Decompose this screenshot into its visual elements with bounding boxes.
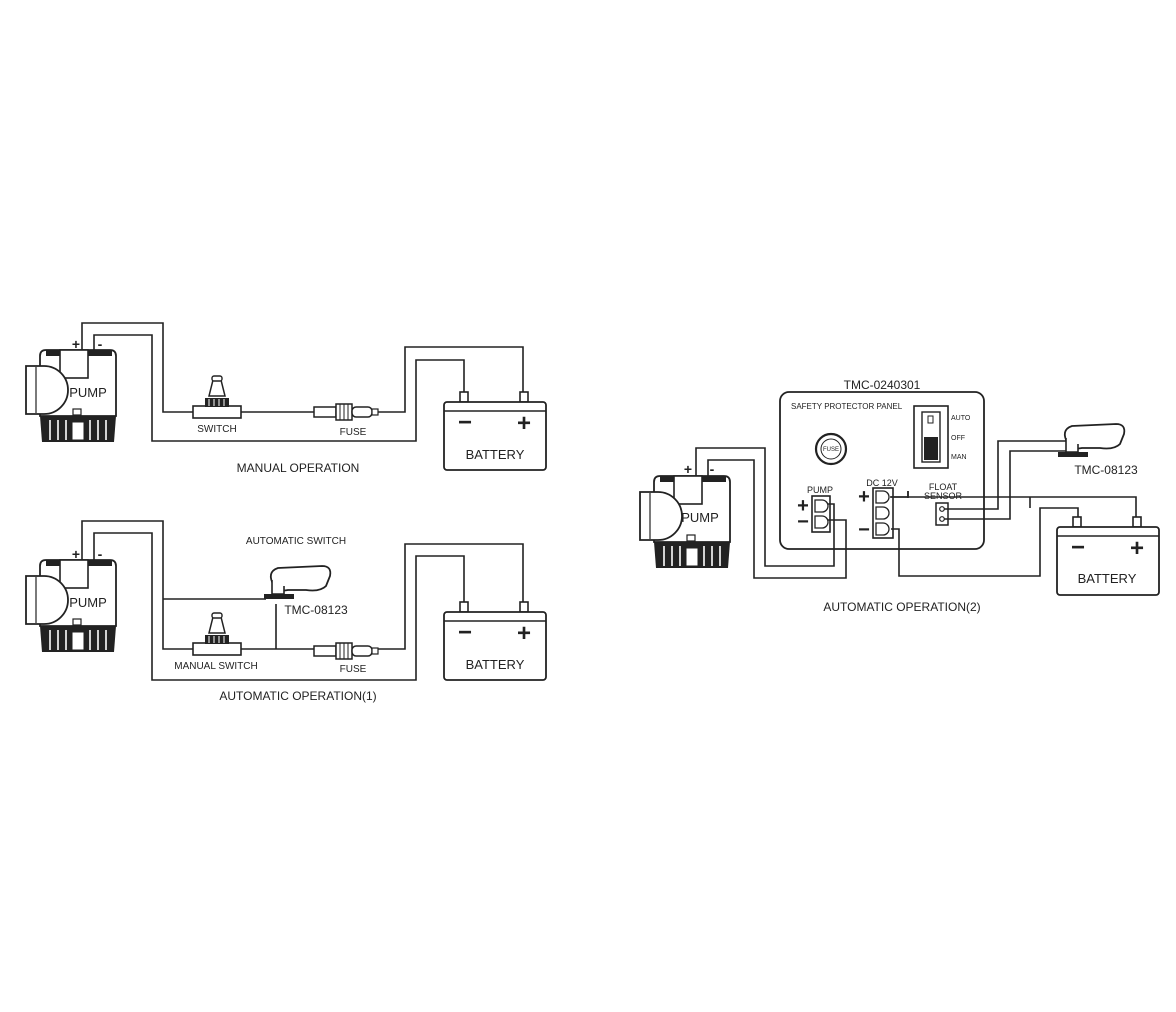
auto1-pump-minus: - xyxy=(98,546,103,562)
manual-switch xyxy=(192,375,242,419)
auto2-pump-plus: + xyxy=(684,461,692,477)
auto2-panel-model: TMC-0240301 xyxy=(844,378,921,392)
manual-fuse xyxy=(313,403,379,421)
automatic-operation-1-diagram: PUMP + - AUTOMATIC SWITCH TMC-08123 MANU… xyxy=(25,520,547,703)
auto2-dc-minus: − xyxy=(858,519,870,541)
auto1-battery-plus: + xyxy=(517,620,531,647)
auto2-float-label-1: FLOAT xyxy=(929,482,958,492)
auto2-pump-terminal-plus: + xyxy=(797,495,809,517)
manual-caption: MANUAL OPERATION xyxy=(237,461,360,475)
auto1-sensor-model: TMC-08123 xyxy=(284,603,348,617)
manual-battery-minus: − xyxy=(458,409,472,436)
auto1-pump-label: PUMP xyxy=(69,595,107,610)
manual-pump-plus: + xyxy=(72,336,80,352)
auto2-pump-label: PUMP xyxy=(681,510,719,525)
auto2-mode-switch xyxy=(913,405,949,469)
auto1-battery-label: BATTERY xyxy=(466,657,525,672)
auto2-battery-plus: + xyxy=(1130,535,1144,562)
auto2-switch-auto: AUTO xyxy=(951,415,971,422)
auto1-pump-plus: + xyxy=(72,546,80,562)
manual-fuse-label: FUSE xyxy=(340,427,367,438)
auto1-automatic-switch-label: AUTOMATIC SWITCH xyxy=(246,536,346,547)
auto1-float-sensor xyxy=(263,565,332,600)
auto2-battery-minus: − xyxy=(1071,534,1085,561)
auto1-caption: AUTOMATIC OPERATION(1) xyxy=(219,689,376,703)
auto2-sensor-model: TMC-08123 xyxy=(1074,463,1138,477)
auto2-float-label-2: SENSOR xyxy=(924,491,963,501)
auto2-panel-fuse-label: FUSE xyxy=(823,447,839,453)
automatic-operation-2-diagram: TMC-0240301 SAFETY PROTECTOR PANEL FUSE … xyxy=(639,378,1160,614)
auto2-pump-terminal-minus: − xyxy=(797,511,809,533)
auto1-fuse xyxy=(313,642,379,660)
manual-wires xyxy=(81,322,524,442)
auto2-pump-terminal-label: PUMP xyxy=(807,485,833,495)
auto1-manual-switch xyxy=(192,612,242,656)
auto2-pump-minus: - xyxy=(710,461,715,477)
auto1-wires xyxy=(81,520,524,681)
manual-pump-label: PUMP xyxy=(69,385,107,400)
auto2-float-sensor xyxy=(1057,423,1126,458)
auto2-battery-label: BATTERY xyxy=(1078,571,1137,586)
auto1-fuse-label: FUSE xyxy=(340,664,367,675)
auto2-wires xyxy=(695,440,1137,579)
auto2-dc-label: DC 12V xyxy=(866,478,898,488)
manual-pump-minus: - xyxy=(98,336,103,352)
auto2-panel-fuse xyxy=(814,432,848,466)
auto2-switch-man: MAN xyxy=(951,454,967,461)
manual-battery-plus: + xyxy=(517,410,531,437)
auto2-dc-plus: + xyxy=(858,486,870,508)
auto2-switch-off: OFF xyxy=(951,435,965,442)
auto1-battery-minus: − xyxy=(458,619,472,646)
auto2-pump-terminal xyxy=(811,495,831,533)
auto2-panel-title: SAFETY PROTECTOR PANEL xyxy=(791,402,903,411)
manual-switch-label: SWITCH xyxy=(197,424,236,435)
manual-battery-label: BATTERY xyxy=(466,447,525,462)
auto2-caption: AUTOMATIC OPERATION(2) xyxy=(823,600,980,614)
auto1-manual-switch-label: MANUAL SWITCH xyxy=(174,661,258,672)
manual-operation-diagram: PUMP + - SWITCH FUSE − + BATTERY MANUAL … xyxy=(25,322,547,475)
auto2-float-terminal xyxy=(935,502,949,526)
auto2-dc-terminal xyxy=(872,487,894,539)
